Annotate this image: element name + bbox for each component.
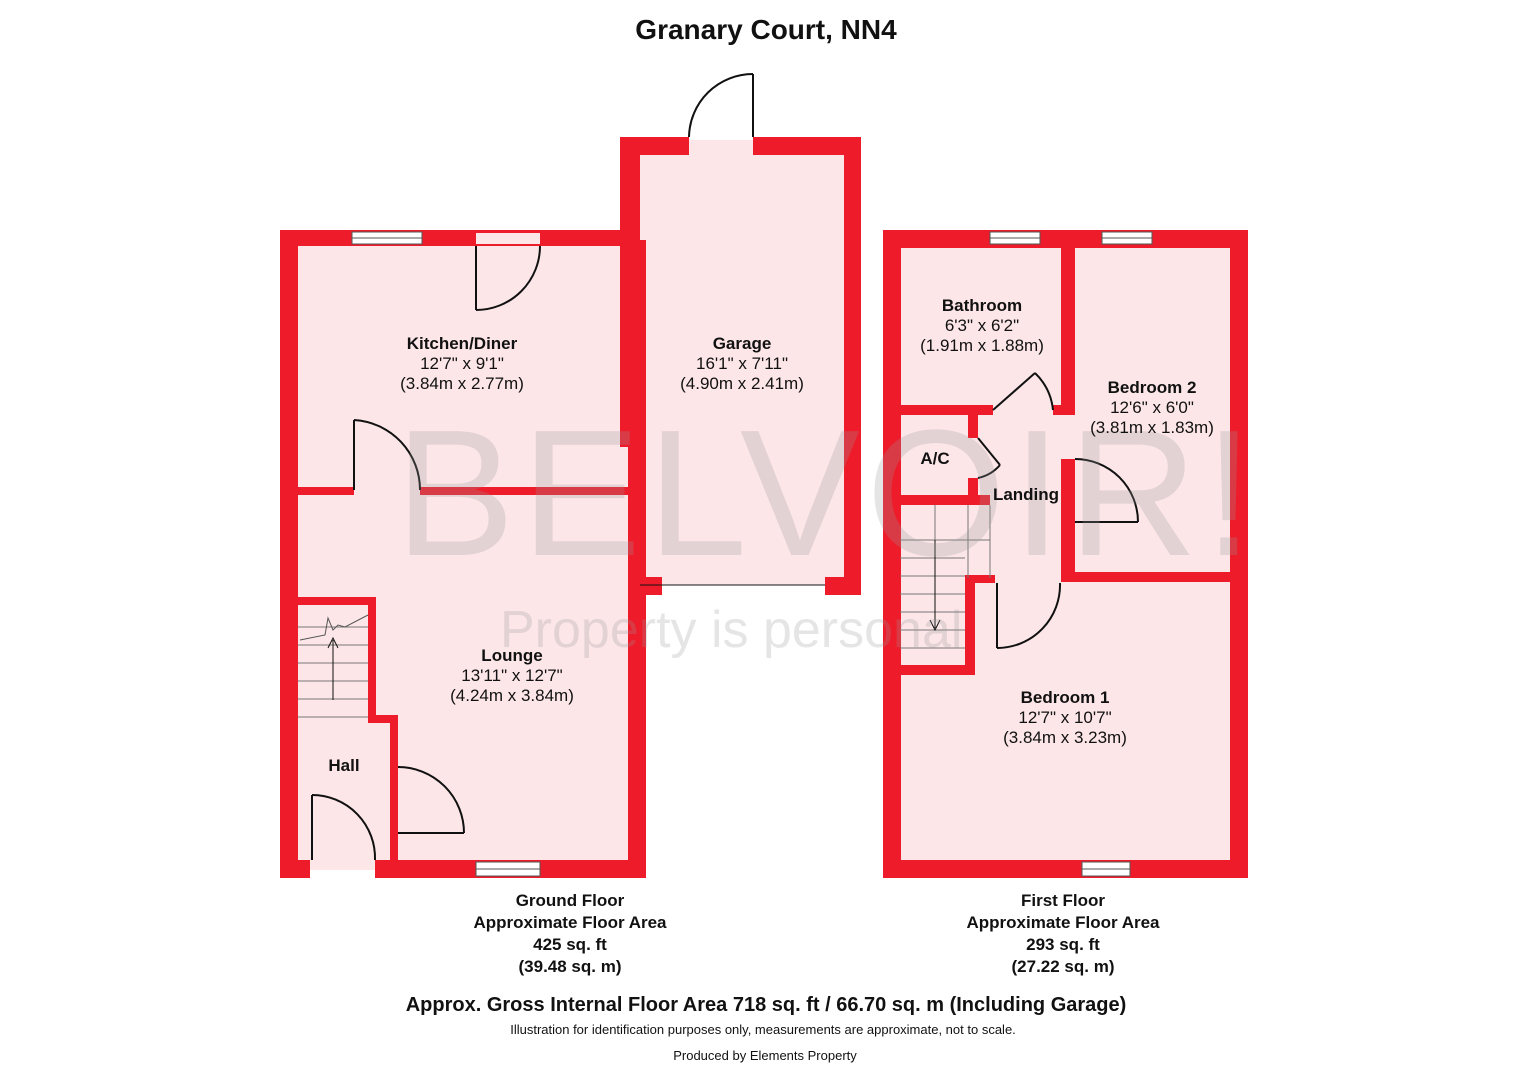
room-imperial: 12'7" x 9'1" [420,354,504,373]
room-name: Bedroom 1 [1020,688,1110,707]
floor-name: Ground Floor [515,891,625,910]
room-bedroom-2: Bedroom 2 12'6" x 6'0" (3.81m x 1.83m) [1090,378,1214,438]
watermark-brand: BELVOIR! [395,393,1260,594]
watermark-tagline: Property is personal [500,601,963,659]
floor-sqm: (27.22 sq. m) [1011,957,1115,976]
room-bedroom-1: Bedroom 1 12'7" x 10'7" (3.84m x 3.23m) [1003,688,1127,748]
floor-sqft: 293 sq. ft [1026,935,1100,954]
disclaimer: Illustration for identification purposes… [510,1022,1016,1037]
room-metric: (1.91m x 1.88m) [920,336,1044,355]
floor-area-label: Approximate Floor Area [473,913,667,932]
room-hall: Hall [328,756,360,775]
gross-area: Approx. Gross Internal Floor Area 718 sq… [405,994,1127,1016]
room-metric: (3.81m x 1.83m) [1090,418,1214,437]
floor-sqft: 425 sq. ft [533,935,607,954]
first-stairs [900,505,991,649]
room-name: Bedroom 2 [1107,378,1197,397]
floor-area-label: Approximate Floor Area [966,913,1160,932]
ground-floor-area: Ground Floor Approximate Floor Area 425 … [473,890,666,978]
room-bathroom: Bathroom 6'3" x 6'2" (1.91m x 1.88m) [920,296,1044,356]
ground-stairs [298,614,369,718]
first-floor-walls [883,230,1248,878]
windows [351,231,1153,877]
room-name: Lounge [481,646,543,665]
room-name: Garage [712,334,772,353]
room-imperial: 13'11" x 12'7" [461,666,563,685]
floor-name: First Floor [1020,891,1106,910]
room-imperial: 16'1" x 7'11" [696,354,788,373]
room-imperial: 12'7" x 10'7" [1018,708,1112,727]
openings [476,140,753,244]
doors [311,73,1139,861]
room-kitchen: Kitchen/Diner 12'7" x 9'1" (3.84m x 2.77… [400,334,524,394]
room-imperial: 6'3" x 6'2" [944,316,1020,335]
floor-fills [290,145,1238,870]
first-floor-area: First Floor Approximate Floor Area 293 s… [966,890,1159,978]
produced-by: Produced by Elements Property [673,1048,857,1063]
floor-sqm: (39.48 sq. m) [518,957,622,976]
room-metric: (4.24m x 3.84m) [450,686,574,705]
room-metric: (3.84m x 3.23m) [1003,728,1127,747]
room-imperial: 12'6" x 6'0" [1110,398,1194,417]
room-metric: (3.84m x 2.77m) [400,374,524,393]
room-lounge: Lounge 13'11" x 12'7" (4.24m x 3.84m) [450,646,574,706]
room-metric: (4.90m x 2.41m) [680,374,804,393]
plan-title: Granary Court, NN4 [635,14,897,45]
room-name: Bathroom [941,296,1023,315]
room-ac: A/C [920,449,950,468]
room-name: Kitchen/Diner [406,334,518,353]
room-garage: Garage 16'1" x 7'11" (4.90m x 2.41m) [680,334,804,394]
room-landing: Landing [992,485,1060,504]
